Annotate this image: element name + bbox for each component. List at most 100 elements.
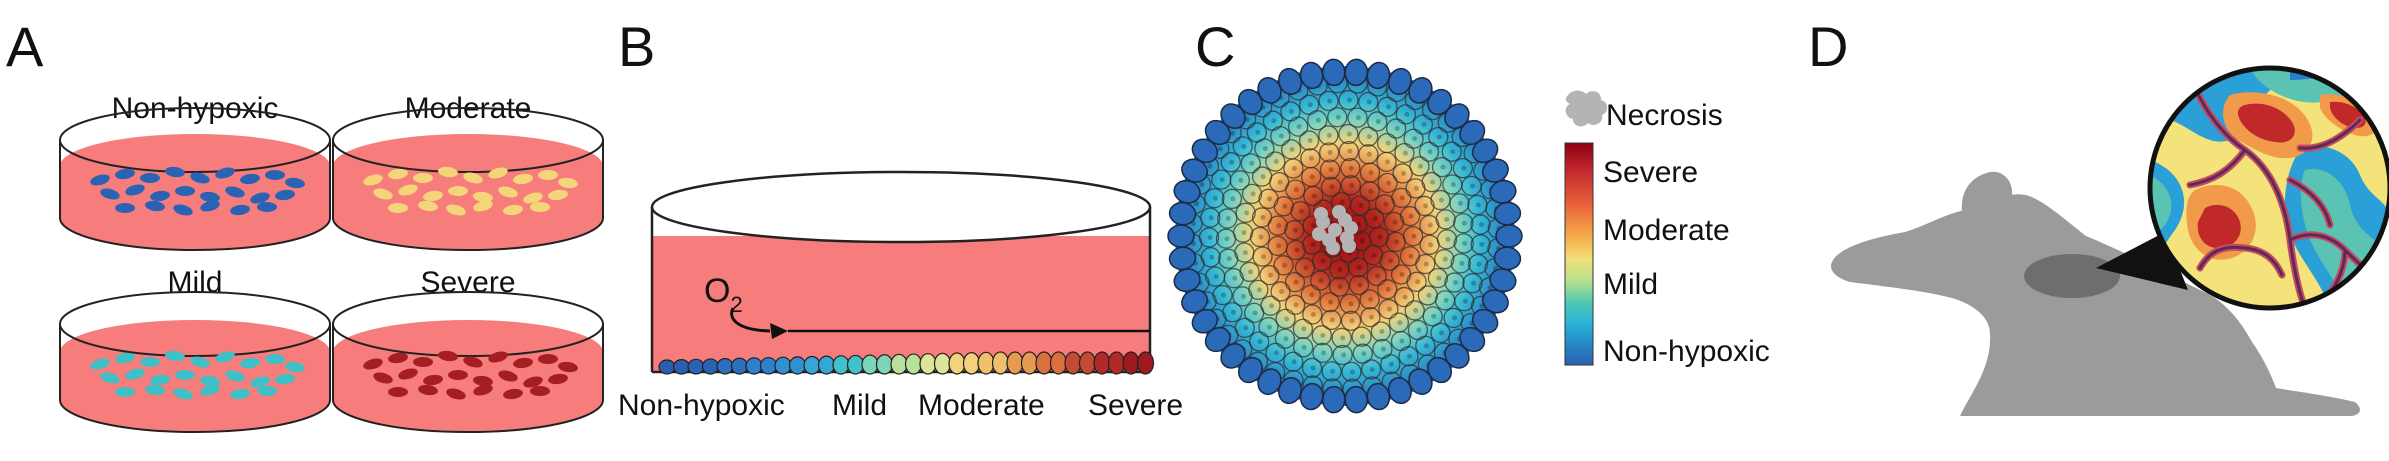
cell-nucleus <box>1371 252 1377 258</box>
cell <box>1422 306 1443 327</box>
cell-nucleus <box>1326 132 1332 138</box>
cell <box>1319 159 1341 180</box>
cell-nucleus <box>1221 292 1227 298</box>
cell <box>1418 141 1440 162</box>
cell <box>1232 286 1253 307</box>
cell <box>1298 130 1320 151</box>
cell-nucleus <box>1399 195 1405 201</box>
cell <box>463 356 483 368</box>
cell <box>1347 107 1368 128</box>
cell <box>398 368 418 380</box>
cell <box>962 352 981 375</box>
cell <box>1241 183 1263 205</box>
cell <box>1221 188 1243 210</box>
cell <box>1299 94 1320 115</box>
cell-nucleus <box>1293 279 1299 285</box>
cell-nucleus <box>1260 214 1266 220</box>
cell-nucleus <box>1359 238 1365 244</box>
cell <box>1280 139 1302 160</box>
dish-non-hypoxic: Non-hypoxic <box>59 92 331 251</box>
cell-nucleus <box>1266 324 1272 330</box>
necrosis-core <box>1312 205 1358 255</box>
cell <box>200 375 220 387</box>
cell-nucleus <box>1427 222 1433 228</box>
cell <box>1421 171 1442 193</box>
cell <box>388 352 408 364</box>
cell <box>1398 346 1419 367</box>
cell <box>175 370 195 380</box>
cell <box>1301 357 1323 379</box>
cell-nucleus <box>1428 242 1434 248</box>
cell <box>90 358 110 370</box>
cell <box>538 354 558 364</box>
cell <box>530 202 550 212</box>
cell <box>523 192 543 204</box>
cell <box>1393 286 1415 308</box>
cell <box>1338 140 1360 162</box>
dish-severe: Severe <box>332 266 604 433</box>
cell-nucleus <box>1368 170 1374 176</box>
necrotic-cell <box>1342 239 1356 253</box>
cell <box>1310 270 1331 291</box>
necrotic-cell <box>1344 221 1358 235</box>
cell-nucleus <box>1318 278 1324 284</box>
cell-nucleus <box>1273 350 1279 356</box>
cell <box>1321 361 1342 382</box>
cell <box>1404 300 1425 321</box>
cell-nucleus <box>1309 174 1315 180</box>
cell <box>1300 148 1321 169</box>
cell <box>488 351 508 363</box>
cell <box>473 200 493 212</box>
cell-nucleus <box>1294 247 1300 253</box>
cell <box>832 355 850 375</box>
cell-nucleus <box>1276 223 1282 229</box>
cell <box>1441 141 1462 162</box>
cell-nucleus <box>1469 183 1475 189</box>
cell <box>423 374 443 386</box>
cell-nucleus <box>1385 104 1391 110</box>
cell <box>1327 107 1348 128</box>
cell <box>1251 166 1273 187</box>
cell <box>1428 126 1449 148</box>
necrotic-cell <box>1332 205 1346 219</box>
cell <box>1332 344 1353 366</box>
cell-nucleus <box>1394 126 1400 132</box>
cell-nucleus <box>1337 267 1343 273</box>
legend-severe: Severe <box>1603 156 1698 189</box>
cell <box>240 173 260 185</box>
cell-nucleus <box>1328 167 1334 173</box>
cell-nucleus <box>1386 306 1392 312</box>
cell-nucleus <box>1217 146 1223 152</box>
cell-nucleus <box>1293 302 1299 308</box>
cell-nucleus <box>1412 136 1418 142</box>
cell <box>1348 274 1370 296</box>
cell <box>1259 264 1280 286</box>
cell-nucleus <box>1438 197 1444 203</box>
cell <box>1319 292 1340 313</box>
cell <box>1284 220 1305 241</box>
cell <box>498 370 518 382</box>
cell <box>1449 193 1470 214</box>
cell <box>1493 201 1522 226</box>
cell <box>1217 208 1238 229</box>
cell <box>1467 253 1489 275</box>
cell <box>240 357 260 369</box>
cell <box>1321 309 1342 331</box>
cell-nucleus <box>1436 134 1442 140</box>
cell <box>1232 136 1253 157</box>
cell-nucleus <box>1283 336 1289 342</box>
panel-letter-c: C <box>1195 15 1235 78</box>
cell-nucleus <box>1459 260 1465 266</box>
cell <box>100 188 120 200</box>
cell <box>1338 89 1359 111</box>
cell <box>1380 354 1401 375</box>
cell-nucleus <box>1298 208 1304 214</box>
cell <box>388 203 408 213</box>
cell <box>1436 229 1458 250</box>
cell-nucleus <box>1277 179 1283 185</box>
cell <box>418 384 438 396</box>
dish-rim <box>650 170 1152 244</box>
cell-nucleus <box>1226 256 1232 262</box>
cell-nucleus <box>1310 365 1316 371</box>
cell <box>438 350 458 362</box>
